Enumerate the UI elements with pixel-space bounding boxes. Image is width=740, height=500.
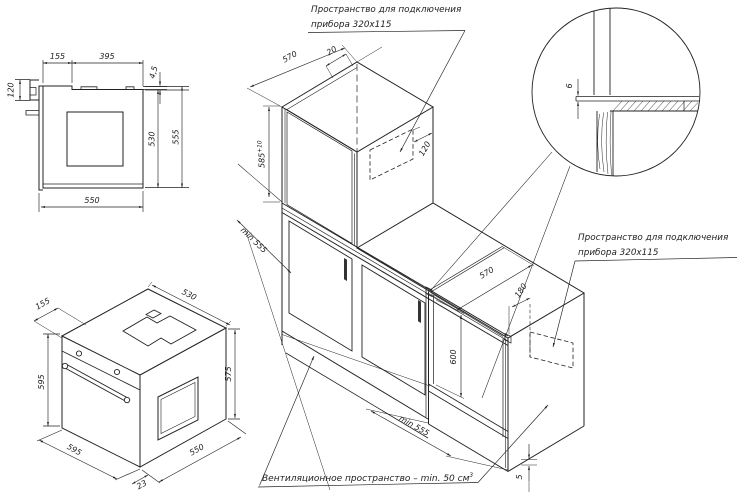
dim-recess-395: 395	[99, 52, 114, 61]
note-connection-top-line2: прибора 320х115	[311, 20, 392, 30]
column-top-inner-lines	[285, 67, 358, 151]
side-window-inner	[160, 382, 196, 434]
terminal-box-notch	[30, 87, 37, 96]
floor-line-thin	[281, 334, 431, 387]
countertop-front-band-line2	[281, 207, 509, 342]
cabinet-bottom-edge	[281, 330, 429, 420]
right-unit-side-face	[507, 293, 585, 472]
oven-window	[66, 111, 124, 167]
view-assembly: 570 20 585+10 120 min 555 600 570 180 mi…	[236, 5, 738, 492]
handle-end	[61, 362, 69, 370]
note-leaders	[257, 30, 738, 488]
top-plate-shape	[122, 315, 197, 347]
knob	[113, 368, 121, 376]
dim-top-width-530: 530	[180, 287, 198, 302]
iso-oven-box	[60, 288, 228, 468]
view-2d-dimensions	[15, 60, 189, 212]
side-tab	[25, 110, 39, 116]
gap-trim-lines	[575, 96, 700, 102]
control-panel-line	[61, 350, 141, 391]
lower-panel-grain	[597, 111, 612, 176]
dim-min-upper-555: min 555	[239, 226, 269, 255]
side-window	[157, 376, 199, 441]
note-connection-right-line1: Пространство для подключения	[578, 233, 729, 243]
dim-depth-550: 550	[84, 196, 99, 205]
dim-floor-gap-5: 5	[515, 474, 524, 479]
view-iso-dimensions	[33, 281, 247, 485]
column-top-face	[281, 61, 434, 153]
niche-inner-opening	[286, 111, 353, 245]
note-ventilation: Вентиляционное пространство – min. 50 см…	[262, 473, 473, 484]
dim-cutout-right-180: 180	[513, 282, 529, 300]
dim-cutout-top-120: 120	[417, 140, 432, 158]
oven-front-frame	[38, 85, 43, 191]
top-trim-bumps	[80, 86, 135, 90]
knob	[75, 350, 83, 357]
countertop-surface	[356, 202, 585, 339]
view-iso-oven: 155 530 595 575 595 550 23	[33, 281, 247, 491]
dim-door-gap-23: 23	[135, 478, 148, 491]
dim-lip-45: 4,5	[148, 65, 160, 80]
lower-panel	[596, 111, 614, 176]
dim-back-height-575: 575	[224, 366, 233, 381]
cabinet2-door	[361, 264, 426, 396]
upper-panel	[593, 8, 611, 95]
dim-gap-6: 6	[565, 83, 574, 88]
cabinet1-door-handle	[344, 258, 347, 281]
dim-front-width-595: 595	[65, 442, 83, 457]
note-connection-top-line1: Пространство для подключения	[311, 5, 462, 15]
right-unit-interior	[433, 294, 504, 437]
note-connection-right-line2: прибора 320х115	[578, 248, 659, 258]
edge-extension	[356, 46, 383, 63]
dim-right-depth-570: 570	[478, 265, 496, 281]
view-2d-oven: 155 395 4,5 120 530 555 550	[7, 52, 189, 212]
dim-front-height-595: 595	[37, 374, 46, 389]
countertop-front-band	[281, 202, 509, 337]
dim-depth-550: 550	[188, 442, 206, 457]
right-unit-shelf	[428, 383, 509, 439]
detail-circle-outline	[531, 7, 701, 177]
dim-top-offset-20: 20	[325, 44, 338, 57]
dim-front-155: 155	[50, 52, 65, 61]
dim-niche-height-585: 585+10	[258, 140, 267, 168]
connection-cutout-right-dashed	[529, 331, 574, 369]
dim-terminal-120: 120	[7, 82, 16, 97]
terminal-box	[29, 79, 39, 101]
dim-body-height-530: 530	[148, 131, 157, 146]
handle-end	[123, 396, 131, 404]
cabinet1-door	[288, 220, 353, 352]
countertop-front-band-line3	[281, 212, 509, 346]
dim-top-depth-570: 570	[281, 49, 299, 64]
door-handle-bar	[64, 363, 128, 403]
view-detail-circle: 6	[531, 7, 701, 177]
countertop-hatch	[612, 100, 699, 112]
dim-inner-height-600: 600	[449, 349, 458, 364]
cabinet2-door-handle	[418, 300, 421, 323]
wall-line	[245, 231, 331, 491]
assembly-dimensions	[236, 44, 537, 492]
dim-total-height-555: 555	[172, 129, 181, 144]
oven-body-outline	[42, 85, 144, 189]
dim-panel-155: 155	[34, 296, 52, 311]
connection-cutout-top-dashed	[369, 128, 414, 181]
top-plate-tab	[145, 309, 162, 319]
